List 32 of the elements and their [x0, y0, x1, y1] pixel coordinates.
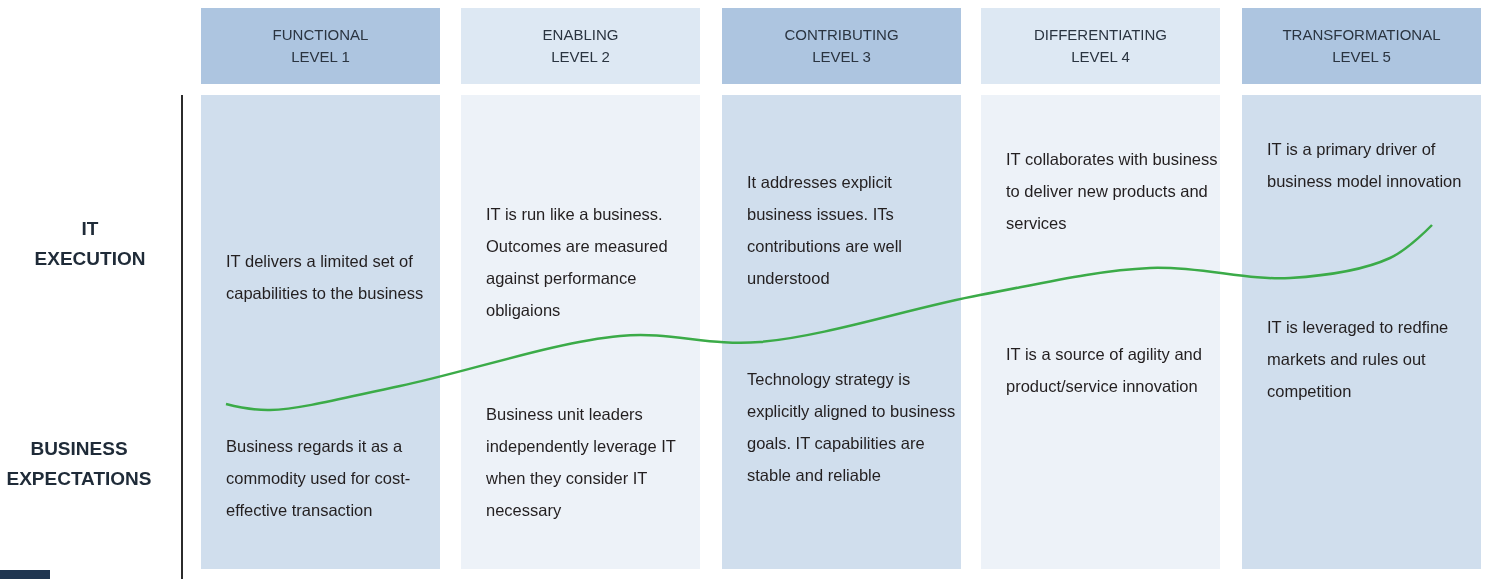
header-text: LEVEL 5 — [1332, 47, 1391, 67]
header-text: DIFFERENTIATING — [1033, 25, 1168, 45]
level-header — [1242, 8, 1481, 84]
level-column — [1242, 95, 1481, 569]
expectation-text: Technology strategy is explicitly aligned to business goals. IT capabilities are stable and reliable — [747, 369, 957, 486]
expectation-text: Business unit leaders independently leverage IT when they consider IT necessary — [486, 404, 677, 521]
execution-text: IT delivers a limited set of capabilities to the business — [226, 251, 425, 304]
level-column — [722, 95, 961, 569]
row-label: BUSINESS EXPECTATIONS — [5, 437, 153, 491]
header-text: TRANSFORMATIONAL — [1282, 25, 1441, 45]
expectation-text: IT is a source of agility and product/service innovation — [1006, 344, 1203, 397]
level-header — [461, 8, 700, 84]
level-column — [201, 95, 440, 569]
execution-text: It addresses explicit business issues. ITs contributions are well understood — [747, 172, 903, 289]
level-header — [201, 8, 440, 84]
expectation-text: Business regards it as a commodity used for cost-effective transaction — [226, 436, 412, 521]
expectation-text: IT is leveraged to redfine markets and rules out competition — [1267, 317, 1450, 402]
level-column — [981, 95, 1220, 569]
header-text: LEVEL 1 — [291, 47, 350, 67]
header-text: ENABLING — [542, 25, 619, 45]
execution-text: IT is a primary driver of business model innovation — [1267, 139, 1463, 192]
execution-text: IT collaborates with business to deliver new products and services — [1006, 149, 1218, 234]
header-text: CONTRIBUTING — [784, 25, 899, 45]
level-header — [981, 8, 1220, 84]
row-label: IT EXECUTION — [33, 217, 147, 271]
header-text: LEVEL 4 — [1071, 47, 1130, 67]
level-header — [722, 8, 961, 84]
header-text: LEVEL 3 — [812, 47, 871, 67]
header-text: LEVEL 2 — [551, 47, 610, 67]
header-text: FUNCTIONAL — [272, 25, 369, 45]
level-column — [461, 95, 700, 569]
execution-text: IT is run like a business. Outcomes are measured against performance obligaions — [486, 204, 669, 321]
